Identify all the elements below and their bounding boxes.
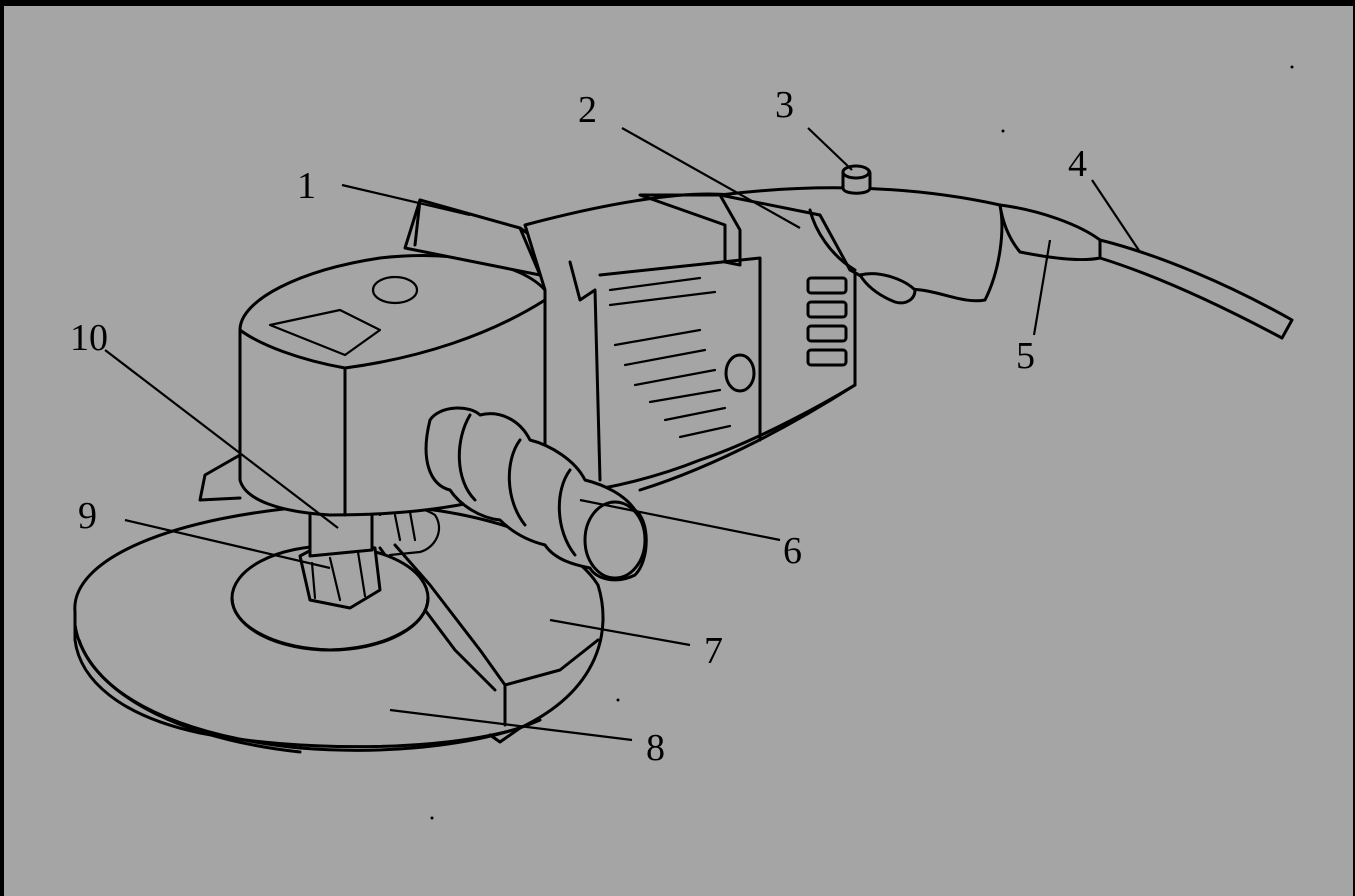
leader-line-9 (124, 518, 331, 570)
cable-sleeve (998, 203, 1102, 262)
leader-line-6 (579, 498, 781, 542)
side-handle (424, 406, 648, 582)
leader-line-3 (807, 127, 853, 171)
leader-line-7 (549, 618, 691, 647)
part-label-2: 2 (578, 89, 597, 131)
leader-line-2 (621, 127, 801, 229)
leader-line-4 (1091, 179, 1141, 253)
leader-line-10 (104, 349, 339, 529)
part-label-5: 5 (1016, 335, 1035, 377)
leader-line-1 (341, 183, 471, 217)
power-cable (1098, 238, 1294, 340)
part-labels: 1 2 3 4 5 6 7 8 9 10 (70, 84, 1087, 769)
part-label-8: 8 (646, 727, 665, 769)
part-label-1: 1 (297, 165, 316, 207)
lock-button (841, 164, 872, 195)
part-label-6: 6 (783, 530, 802, 572)
scan-specks (430, 65, 1294, 820)
part-label-3: 3 (775, 84, 794, 126)
leader-lines (104, 127, 1141, 742)
part-label-10: 10 (70, 317, 108, 359)
leader-line-5 (1032, 239, 1052, 336)
part-label-7: 7 (704, 630, 723, 672)
part-label-4: 4 (1068, 143, 1087, 185)
air-vents (806, 276, 848, 367)
part-label-9: 9 (78, 495, 97, 537)
leader-line-8 (389, 708, 633, 742)
motor-housing (523, 192, 857, 497)
